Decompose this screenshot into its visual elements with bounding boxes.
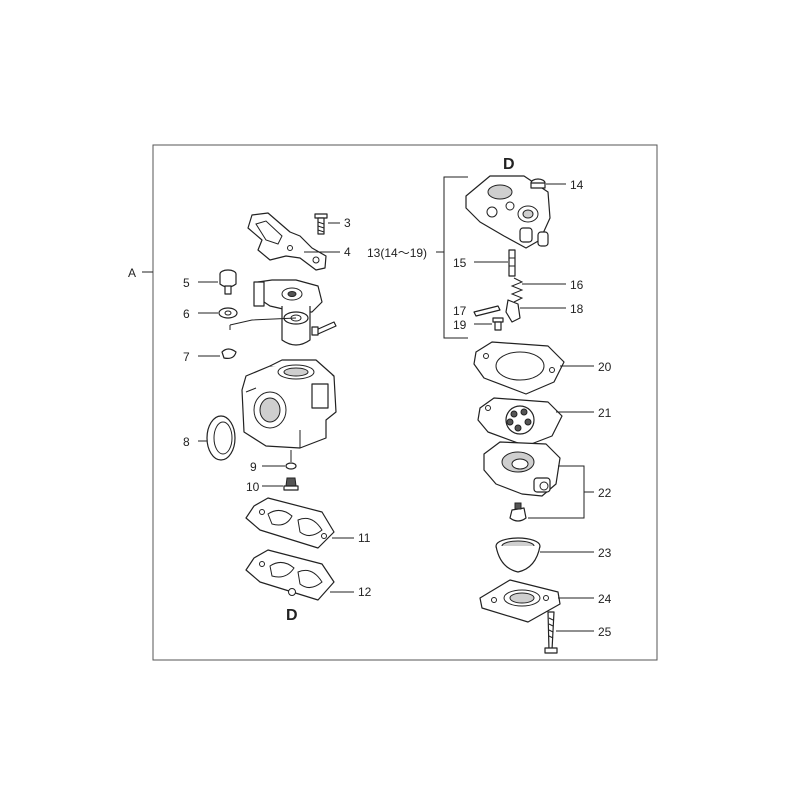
callout-20: 20 <box>598 360 612 374</box>
part-3-screw <box>314 213 328 235</box>
part-8-gasket <box>206 415 236 461</box>
callout-24: 24 <box>598 592 612 606</box>
part-15-pin <box>508 249 516 277</box>
callout-8: 8 <box>183 435 190 449</box>
callout-5: 5 <box>183 276 190 290</box>
reference-mark-bottom: D <box>286 607 298 624</box>
reference-mark-top: D <box>503 156 515 173</box>
part-18-lever <box>505 299 521 323</box>
assembly-13-label: 13(14～19) <box>367 246 427 260</box>
assembly-13-bracket <box>443 176 468 339</box>
part-12-diaphragm <box>245 549 335 601</box>
callout-9: 9 <box>250 460 257 474</box>
part-13-pump-cover <box>465 175 551 249</box>
callout-11: 11 <box>358 531 371 545</box>
part-9-o-ring <box>285 462 297 470</box>
part-6-washer <box>218 307 238 319</box>
callout-14: 14 <box>570 178 584 192</box>
part-24-cover-plate <box>479 579 561 623</box>
callout-22: 22 <box>598 486 612 500</box>
part-22-metering-body <box>483 441 561 497</box>
callout-19: 19 <box>453 318 467 332</box>
callout-16: 16 <box>570 278 584 292</box>
callout-12: 12 <box>358 585 372 599</box>
part-22-valve <box>509 502 527 522</box>
part-7-clip <box>221 348 237 359</box>
part-16-spring <box>510 277 524 303</box>
part-20-gasket <box>473 341 565 395</box>
callout-25: 25 <box>598 625 612 639</box>
part-25-long-screw <box>544 611 558 654</box>
part-5-adjust-screw <box>219 269 237 295</box>
callout-6: 6 <box>183 307 190 321</box>
group-a-label: A <box>128 266 136 280</box>
throttle-screw <box>311 321 337 336</box>
callout-17: 17 <box>453 304 467 318</box>
part-21-pump-diaphragm <box>477 397 563 447</box>
part-17-needle <box>473 305 501 317</box>
carburetor-body <box>241 359 337 449</box>
callout-7: 7 <box>183 350 190 364</box>
callout-3: 3 <box>344 216 351 230</box>
callout-21: 21 <box>598 406 612 420</box>
callout-15: 15 <box>453 256 467 270</box>
part-14-nut <box>530 178 546 189</box>
part-10-jet <box>283 477 299 491</box>
part-23-primer-bulb <box>495 537 541 573</box>
callout-10: 10 <box>246 480 260 494</box>
callout-18: 18 <box>570 302 584 316</box>
throttle-lever-assembly <box>229 279 323 346</box>
callout-4: 4 <box>344 245 351 259</box>
part-11-gasket <box>245 497 335 549</box>
diagram-frame <box>152 144 658 661</box>
part-4-bracket <box>247 212 327 271</box>
part-19-screw <box>492 317 504 331</box>
callout-23: 23 <box>598 546 612 560</box>
